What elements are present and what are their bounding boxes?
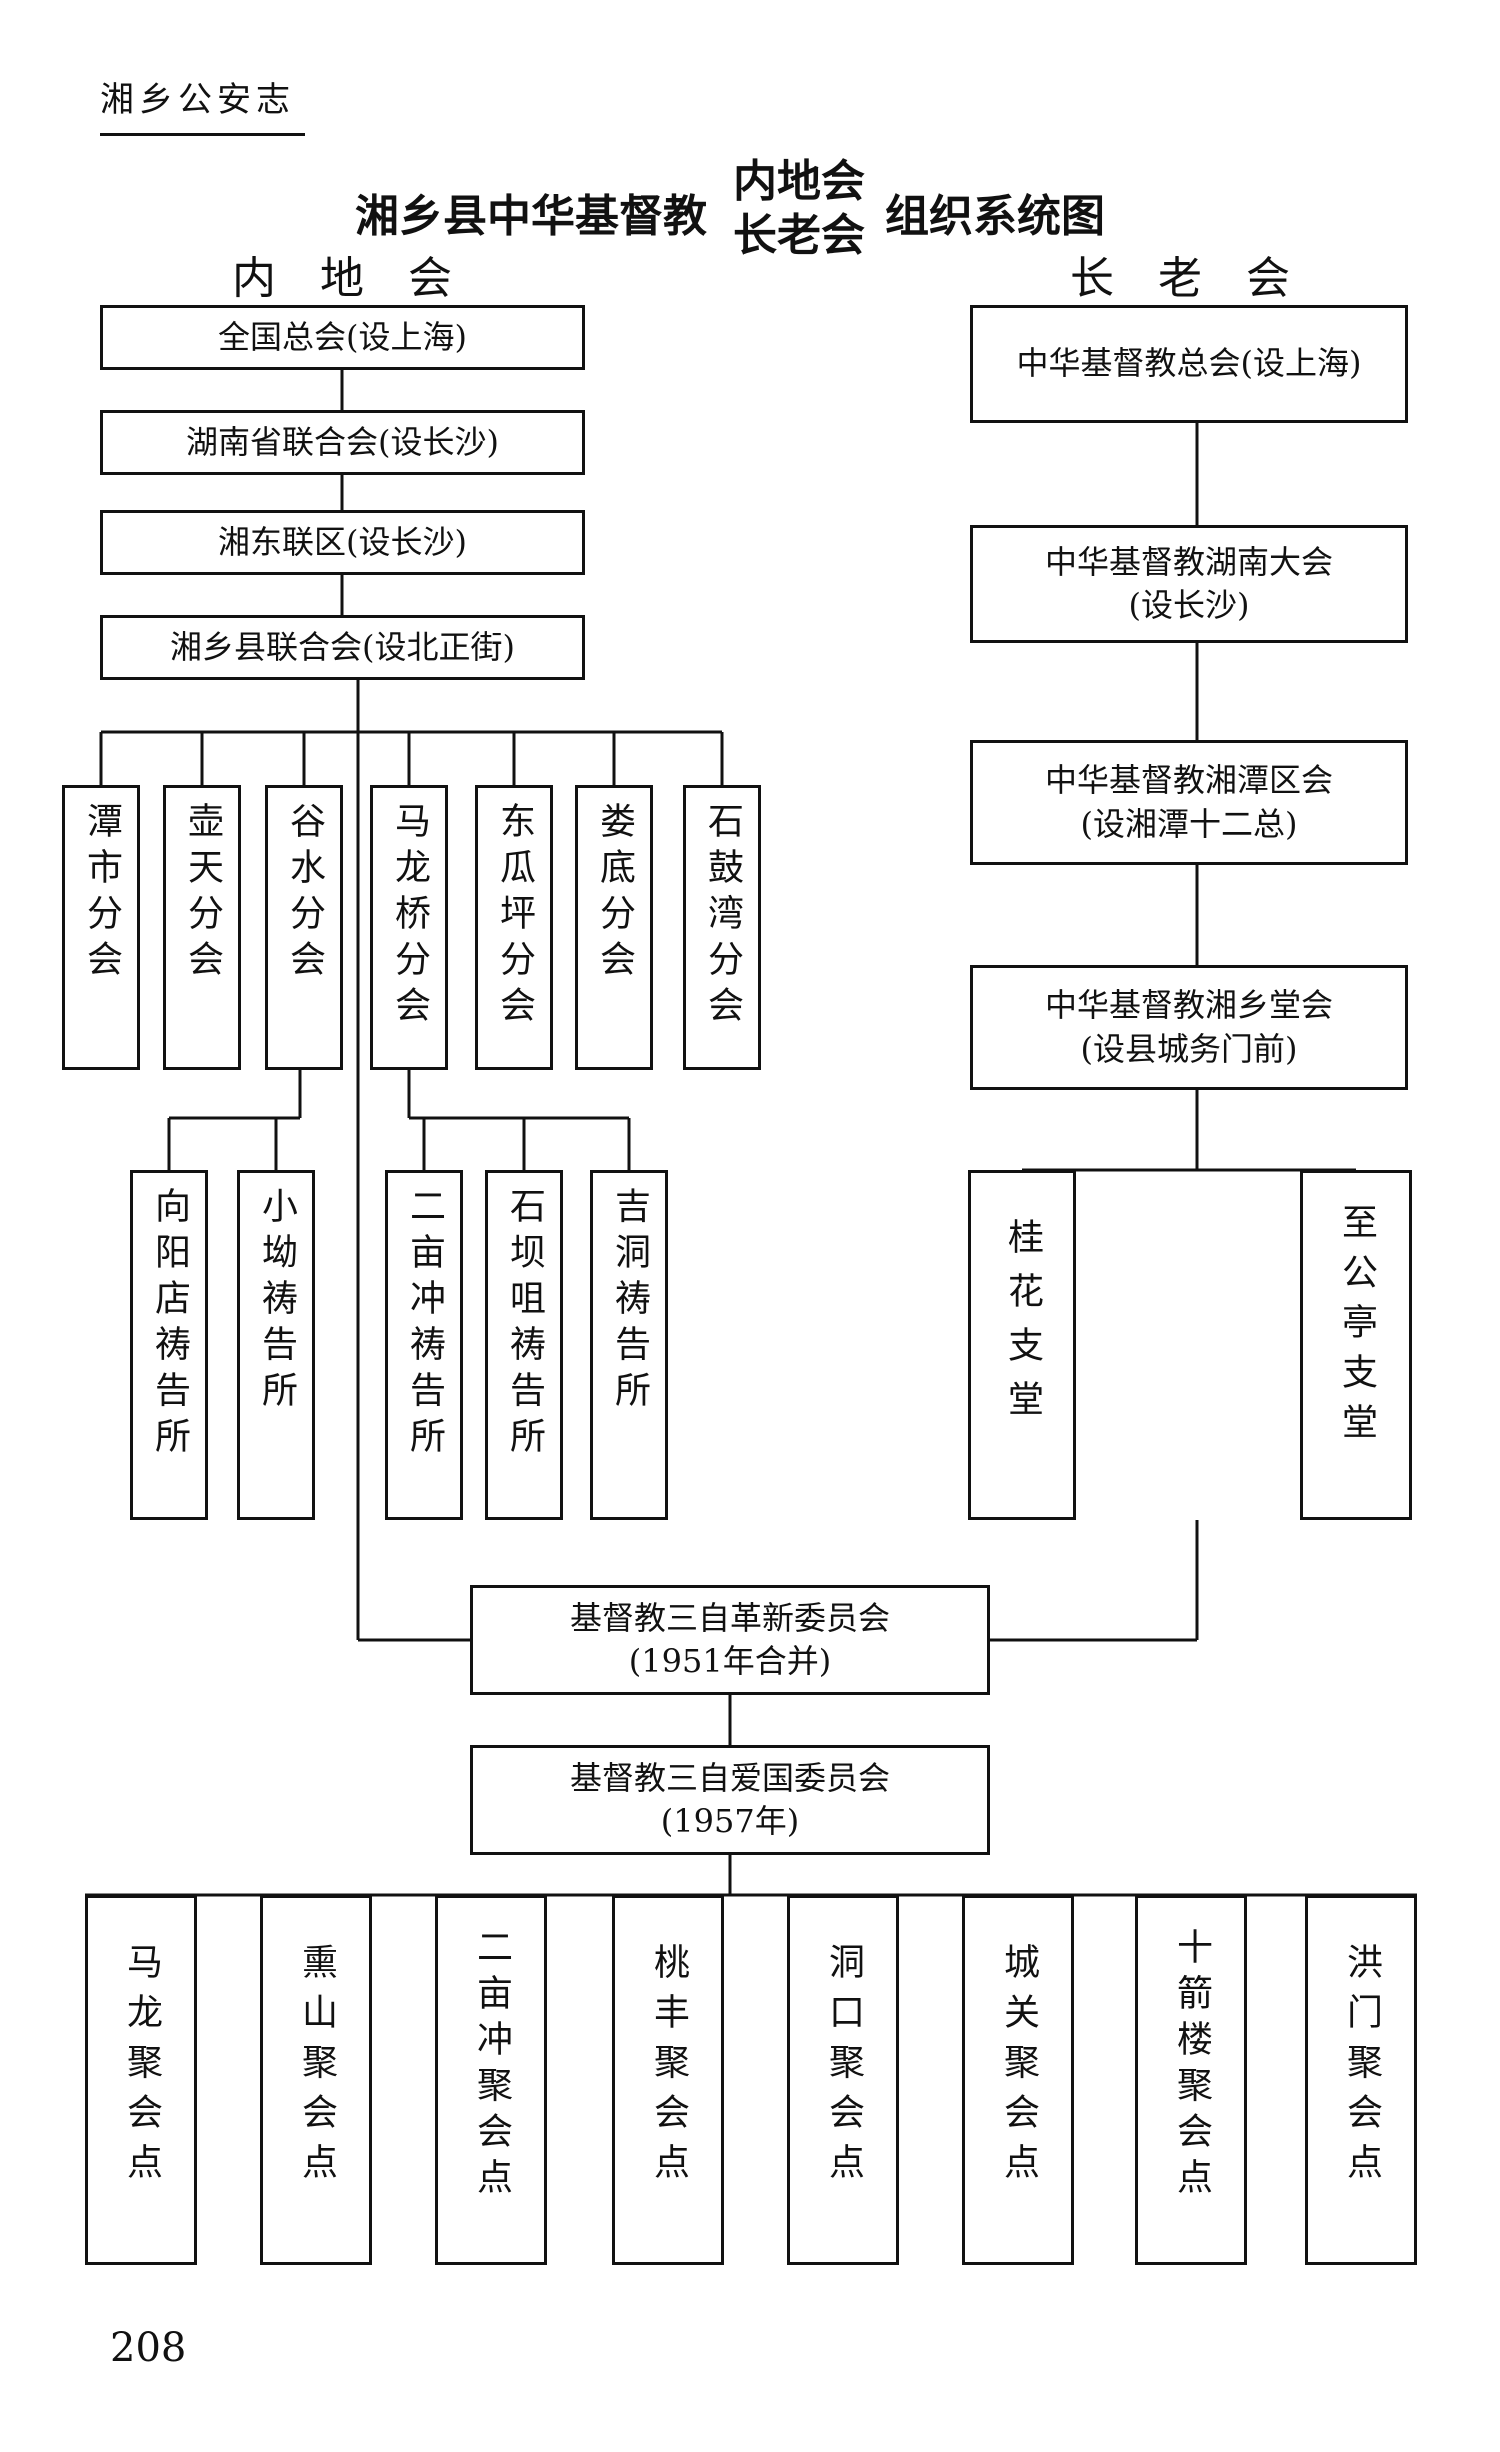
gathering-point-dongkou: 洞口聚会点 [787, 1895, 899, 2265]
gathering-point-taofeng-text: 桃丰聚会点 [648, 1943, 689, 2193]
page-header: 湘乡公安志 [100, 72, 305, 136]
gathering-point-chengguan-text: 城关聚会点 [998, 1943, 1039, 2193]
presbyterian-hunan-synod-name: 中华基督教湖南大会 [1044, 542, 1333, 581]
presbyterian-hunan-synod-location: (设长沙) [1128, 586, 1250, 624]
branch-loudi: 娄底分会 [575, 785, 653, 1070]
presbyterian-xiangtan-presbytery-name: 中华基督教湘潭区会 [1044, 761, 1333, 800]
gathering-point-xunshan-text: 熏山聚会点 [296, 1943, 337, 2193]
branch-hutian-text: 壶天分会 [182, 802, 223, 986]
three-self-reform-committee: 基督教三自革新委员会 (1951年合并) [470, 1585, 990, 1695]
gathering-point-chengguan: 城关聚会点 [962, 1895, 1074, 2265]
title-org-presbyterian: 长老会 [733, 210, 865, 261]
gathering-point-taofeng: 桃丰聚会点 [612, 1895, 724, 2265]
gathering-point-malong-text: 马龙聚会点 [121, 1943, 162, 2193]
presbyterian-xiangxiang-church-location: (设县城务门前) [1080, 1029, 1298, 1068]
inland-xiangxiang-county-union-text: 湘乡县联合会(设北正街) [170, 627, 515, 666]
inland-xiangxiang-county-union: 湘乡县联合会(设北正街) [100, 615, 585, 680]
branch-malongqiao-text: 马龙桥分会 [389, 802, 430, 1032]
sub-hall-guihua-text: 桂花支堂 [1002, 1218, 1043, 1434]
branch-gushui-text: 谷水分会 [284, 802, 325, 986]
sub-hall-zhigongting-text: 至公亭支堂 [1336, 1203, 1377, 1453]
gathering-point-dongkou-text: 洞口聚会点 [823, 1943, 864, 2193]
presbyterian-hunan-synod: 中华基督教湖南大会 (设长沙) [970, 525, 1408, 643]
gathering-point-malong: 马龙聚会点 [85, 1895, 197, 2265]
presbyterian-label: 长老会 [1070, 253, 1334, 304]
prayer-hall-jidong: 吉洞祷告所 [590, 1170, 668, 1520]
prayer-hall-ermuchong-text: 二亩冲祷告所 [404, 1187, 445, 1463]
inland-xiangdong-district-text: 湘东联区(设长沙) [218, 522, 467, 561]
gathering-point-shijianlou-text: 十箭楼聚会点 [1171, 1928, 1212, 2204]
three-self-patriotic-committee: 基督教三自爱国委员会 (1957年) [470, 1745, 990, 1855]
title-prefix: 湘乡县中华基督教 [355, 191, 707, 242]
three-self-reform-committee-name: 基督教三自革新委员会 [569, 1598, 890, 1637]
branch-dongguaping-text: 东瓜坪分会 [494, 802, 535, 1032]
branch-tanshi-text: 潭市分会 [81, 802, 122, 986]
branch-gushui: 谷水分会 [265, 785, 343, 1070]
title-org-stack: 内地会 长老会 [733, 145, 873, 261]
three-self-reform-committee-year: (1951年合并) [628, 1642, 832, 1680]
branch-shiguwan: 石鼓湾分会 [683, 785, 761, 1070]
gathering-point-ermuchong: 二亩冲聚会点 [435, 1895, 547, 2265]
presbyterian-general-assembly: 中华基督教总会(设上海) [970, 305, 1408, 423]
title-org-inland: 内地会 [733, 156, 865, 207]
prayer-hall-xiangyangdian-text: 向阳店祷告所 [149, 1187, 190, 1463]
inland-hunan-union: 湖南省联合会(设长沙) [100, 410, 585, 475]
branch-tanshi: 潭市分会 [62, 785, 140, 1070]
branch-shiguwan-text: 石鼓湾分会 [702, 802, 743, 1032]
presbyterian-xiangxiang-church: 中华基督教湘乡堂会 (设县城务门前) [970, 965, 1408, 1090]
branch-malongqiao: 马龙桥分会 [370, 785, 448, 1070]
sub-hall-guihua: 桂花支堂 [968, 1170, 1076, 1520]
inland-hunan-union-text: 湖南省联合会(设长沙) [186, 422, 499, 461]
presbyterian-xiangtan-presbytery-location: (设湘潭十二总) [1080, 804, 1298, 843]
presbyterian-xiangxiang-church-name: 中华基督教湘乡堂会 [1044, 986, 1333, 1025]
sub-hall-zhigongting: 至公亭支堂 [1300, 1170, 1412, 1520]
gathering-point-shijianlou: 十箭楼聚会点 [1135, 1895, 1247, 2265]
inland-xiangdong-district: 湘东联区(设长沙) [100, 510, 585, 575]
three-self-patriotic-committee-year: (1957年) [660, 1802, 800, 1840]
inland-national-assembly-text: 全国总会(设上海) [218, 317, 467, 356]
prayer-hall-xiangyangdian: 向阳店祷告所 [130, 1170, 208, 1520]
gathering-point-ermuchong-text: 二亩冲聚会点 [471, 1928, 512, 2204]
branch-loudi-text: 娄底分会 [594, 802, 635, 986]
prayer-hall-xiaoao: 小坳祷告所 [237, 1170, 315, 1520]
gathering-point-hongmen: 洪门聚会点 [1305, 1895, 1417, 2265]
chart-title: 湘乡县中华基督教 内地会 长老会 组织系统图 [355, 145, 1115, 261]
gathering-point-hongmen-text: 洪门聚会点 [1341, 1943, 1382, 2193]
presbyterian-xiangtan-presbytery: 中华基督教湘潭区会 (设湘潭十二总) [970, 740, 1408, 865]
inland-national-assembly: 全国总会(设上海) [100, 305, 585, 370]
prayer-hall-jidong-text: 吉洞祷告所 [609, 1187, 650, 1417]
gathering-point-xunshan: 熏山聚会点 [260, 1895, 372, 2265]
presbyterian-general-assembly-text: 中华基督教总会(设上海) [1016, 344, 1362, 383]
prayer-hall-xiaoao-text: 小坳祷告所 [256, 1187, 297, 1417]
title-suffix: 组织系统图 [885, 191, 1105, 242]
three-self-patriotic-committee-name: 基督教三自爱国委员会 [569, 1758, 890, 1797]
branch-hutian: 壶天分会 [163, 785, 241, 1070]
prayer-hall-shibazui: 石坝咀祷告所 [485, 1170, 563, 1520]
branch-dongguaping: 东瓜坪分会 [475, 785, 553, 1070]
prayer-hall-ermuchong: 二亩冲祷告所 [385, 1170, 463, 1520]
inland-mission-label: 内地会 [232, 253, 496, 304]
prayer-hall-shibazui-text: 石坝咀祷告所 [504, 1187, 545, 1463]
page-number: 208 [110, 2325, 187, 2371]
